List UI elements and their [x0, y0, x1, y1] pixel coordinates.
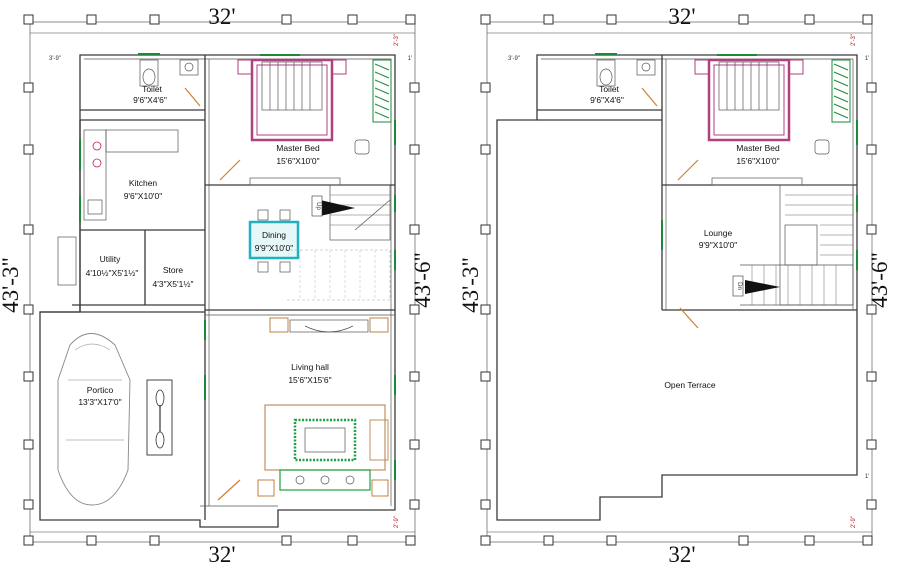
store-size: 4'3"X5'1½"	[153, 279, 194, 289]
gf-left-depth: 43'-3"	[0, 257, 23, 313]
master-bed-label-gf: Master Bed	[276, 143, 320, 153]
first-floor-plan: Toilet 9'6"X4'6" Master Bed 15'6"X10'0" …	[458, 4, 892, 567]
dining-label: Dining	[262, 230, 286, 240]
kitchen-label: Kitchen	[129, 178, 158, 188]
store-label: Store	[163, 265, 184, 275]
utility-label: Utility	[100, 254, 122, 264]
gf-bottom-right-offset: 2'-9"	[394, 516, 400, 528]
ff-left-depth: 43'-3"	[458, 257, 483, 313]
lounge-size: 9'9"X10'0"	[699, 240, 738, 250]
ff-mid-right-offset: 1'	[865, 474, 869, 480]
gf-top-right-offset-b: 1'	[408, 56, 412, 62]
gf-right-depth: 43'-6"	[410, 252, 435, 308]
toilet-label-ff: Toilet	[599, 84, 619, 94]
gf-top-left-offset: 3'-9"	[49, 56, 61, 62]
utility-size: 4'10½"X5'1½"	[86, 268, 139, 278]
gf-top-right-offset-a: 2'-3"	[394, 34, 400, 46]
dining-size: 9'9"X10'0"	[255, 243, 294, 253]
car-outline	[57, 333, 131, 506]
gf-stair-label: Up	[315, 202, 321, 210]
master-bed-size-gf: 15'6"X10'0"	[276, 156, 319, 166]
open-terrace-label: Open Terrace	[664, 380, 716, 390]
staircase	[285, 184, 391, 301]
gf-bottom-width: 32'	[208, 542, 235, 567]
toilet-size-ff: 9'6"X4'6"	[590, 95, 624, 105]
toilet-label-gf: Toilet	[142, 84, 162, 94]
ground-floor-plan: Toilet 9'6"X4'6" Master Bed 15'6"X10'0" …	[0, 4, 435, 567]
staircase-ff	[732, 184, 854, 306]
master-bed-size-ff: 15'6"X10'0"	[736, 156, 779, 166]
ff-bottom-right-offset: 2'-9"	[851, 516, 857, 528]
ff-stair-label: Dn	[736, 282, 742, 290]
ff-top-right-offset-b: 1'	[865, 56, 869, 62]
gf-top-width: 32'	[208, 4, 235, 29]
master-bed-label-ff: Master Bed	[736, 143, 780, 153]
ff-right-depth: 43'-6"	[867, 252, 892, 308]
living-hall-size: 15'6"X15'6"	[288, 375, 331, 385]
living-hall-label: Living hall	[291, 362, 329, 372]
toilet-size-gf: 9'6"X4'6"	[133, 95, 167, 105]
portico-size: 13'3"X17'0"	[78, 397, 121, 407]
ff-top-width: 32'	[668, 4, 695, 29]
ff-top-left-offset: 3'-9"	[508, 56, 520, 62]
ff-bottom-width: 32'	[668, 542, 695, 567]
lounge-label: Lounge	[704, 228, 733, 238]
portico-label: Portico	[87, 385, 114, 395]
ff-top-right-offset-a: 2'-3"	[851, 34, 857, 46]
kitchen-size: 9'6"X10'0"	[124, 191, 163, 201]
